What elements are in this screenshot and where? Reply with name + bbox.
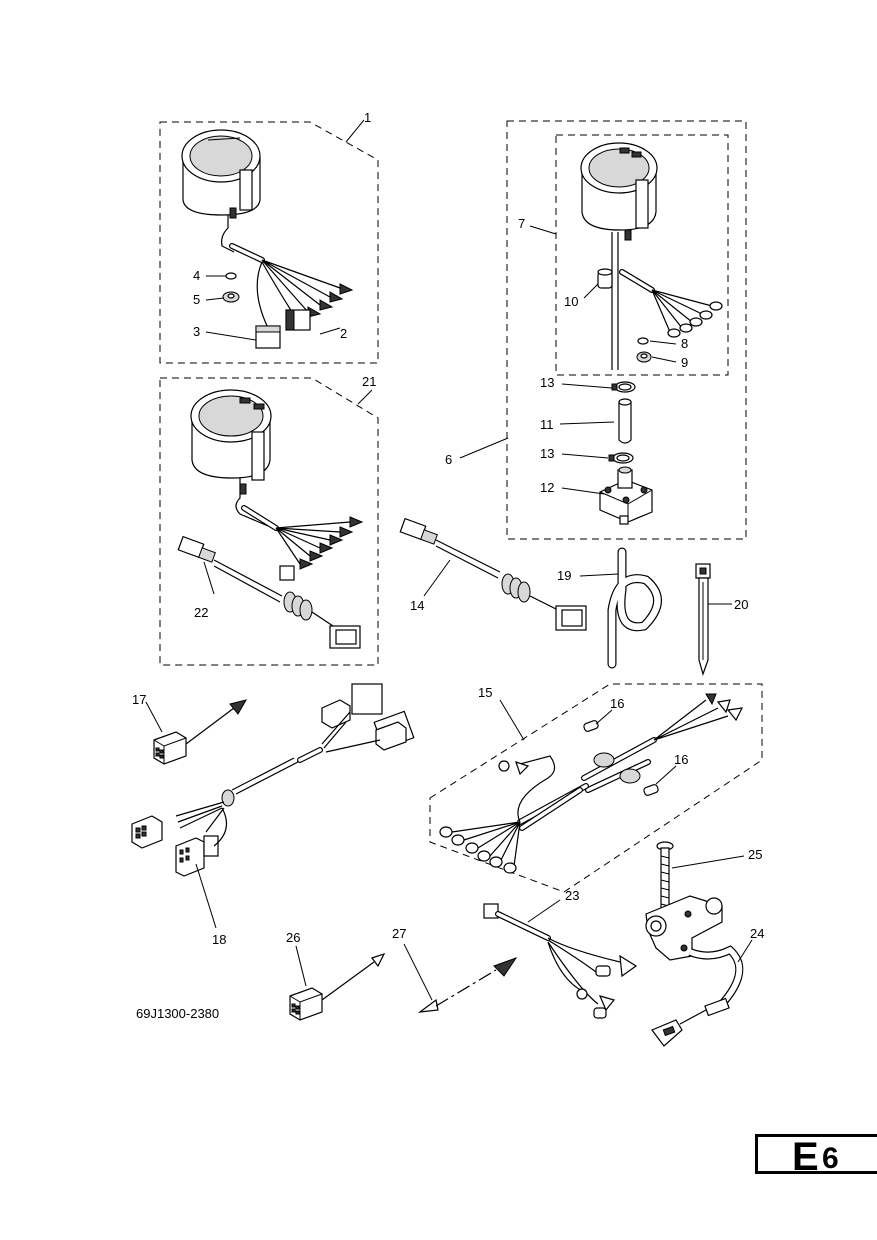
meter-gauge-21 — [190, 389, 272, 527]
callout-21: 21 — [362, 374, 376, 389]
callout-2: 2 — [340, 326, 347, 341]
cap-10 — [597, 268, 613, 289]
group-6-boundary — [506, 120, 747, 540]
wire-harness-21 — [241, 505, 364, 581]
callout-11: 11 — [540, 417, 554, 432]
callout-23: 23 — [565, 888, 579, 903]
callout-6: 6 — [445, 452, 452, 467]
callout-10: 10 — [564, 294, 578, 309]
callout-22: 22 — [194, 605, 208, 620]
tube-11 — [618, 398, 632, 444]
wire-harness-18 — [131, 683, 415, 877]
sensor-12 — [599, 466, 653, 525]
cable-14 — [399, 517, 587, 631]
callout-24: 24 — [750, 926, 764, 941]
nut-5 — [222, 291, 240, 303]
callout-26: 26 — [286, 930, 300, 945]
page-tab: E 6 — [755, 1134, 877, 1179]
callout-16-lower: 16 — [674, 752, 688, 767]
callout-27: 27 — [392, 926, 406, 941]
callout-4: 4 — [193, 268, 200, 283]
wire-harness-15 — [439, 693, 744, 874]
connector-3 — [255, 325, 281, 349]
washer-4 — [225, 272, 237, 280]
group-1-boundary — [159, 121, 379, 364]
meter-gauge-1 — [181, 129, 261, 253]
callout-13-lower: 13 — [540, 446, 554, 461]
group-21-boundary — [159, 377, 379, 666]
callout-13-upper: 13 — [540, 375, 554, 390]
wire-harness-7 — [619, 269, 723, 338]
callout-17: 17 — [132, 692, 146, 707]
drawing-code: 69J1300-2380 — [136, 1006, 219, 1021]
group-7-boundary — [555, 134, 729, 376]
callout-14: 14 — [410, 598, 424, 613]
page-tab-number: 6 — [822, 1142, 839, 1175]
callout-19: 19 — [557, 568, 571, 583]
coupler-17 — [153, 699, 248, 765]
callout-5: 5 — [193, 292, 200, 307]
sensor-24 — [645, 895, 744, 1047]
callout-8: 8 — [681, 336, 688, 351]
lead-wire-27 — [417, 957, 518, 1013]
cable-22 — [177, 535, 361, 649]
callout-labels: 1 2 3 4 5 6 7 8 9 10 11 12 13 13 14 15 1… — [132, 110, 764, 947]
page-tab-letter: E — [792, 1135, 819, 1179]
cable-tie-20 — [695, 563, 711, 676]
clamp-13-upper — [611, 381, 636, 393]
callout-18: 18 — [212, 932, 226, 947]
callout-20: 20 — [734, 597, 748, 612]
coupler-26 — [289, 952, 386, 1021]
callout-16-upper: 16 — [610, 696, 624, 711]
wire-harness-1 — [229, 243, 354, 329]
callout-15: 15 — [478, 685, 492, 700]
callout-25: 25 — [748, 847, 762, 862]
nut-9 — [636, 351, 652, 363]
leader-lines — [145, 119, 753, 1001]
terminal-16-upper — [583, 720, 599, 732]
callout-1: 1 — [364, 110, 371, 125]
clamp-13-lower — [608, 452, 634, 464]
wire-harness-23 — [483, 903, 638, 1019]
callout-9: 9 — [681, 355, 688, 370]
terminal-16-lower — [643, 784, 659, 796]
meter-gauge-7 — [580, 142, 658, 370]
callout-12: 12 — [540, 480, 554, 495]
callout-3: 3 — [193, 324, 200, 339]
group-15-boundary — [429, 683, 763, 893]
hose-19 — [607, 547, 662, 669]
washer-8 — [637, 337, 649, 345]
callout-7: 7 — [518, 216, 525, 231]
connector-2 — [285, 309, 311, 331]
